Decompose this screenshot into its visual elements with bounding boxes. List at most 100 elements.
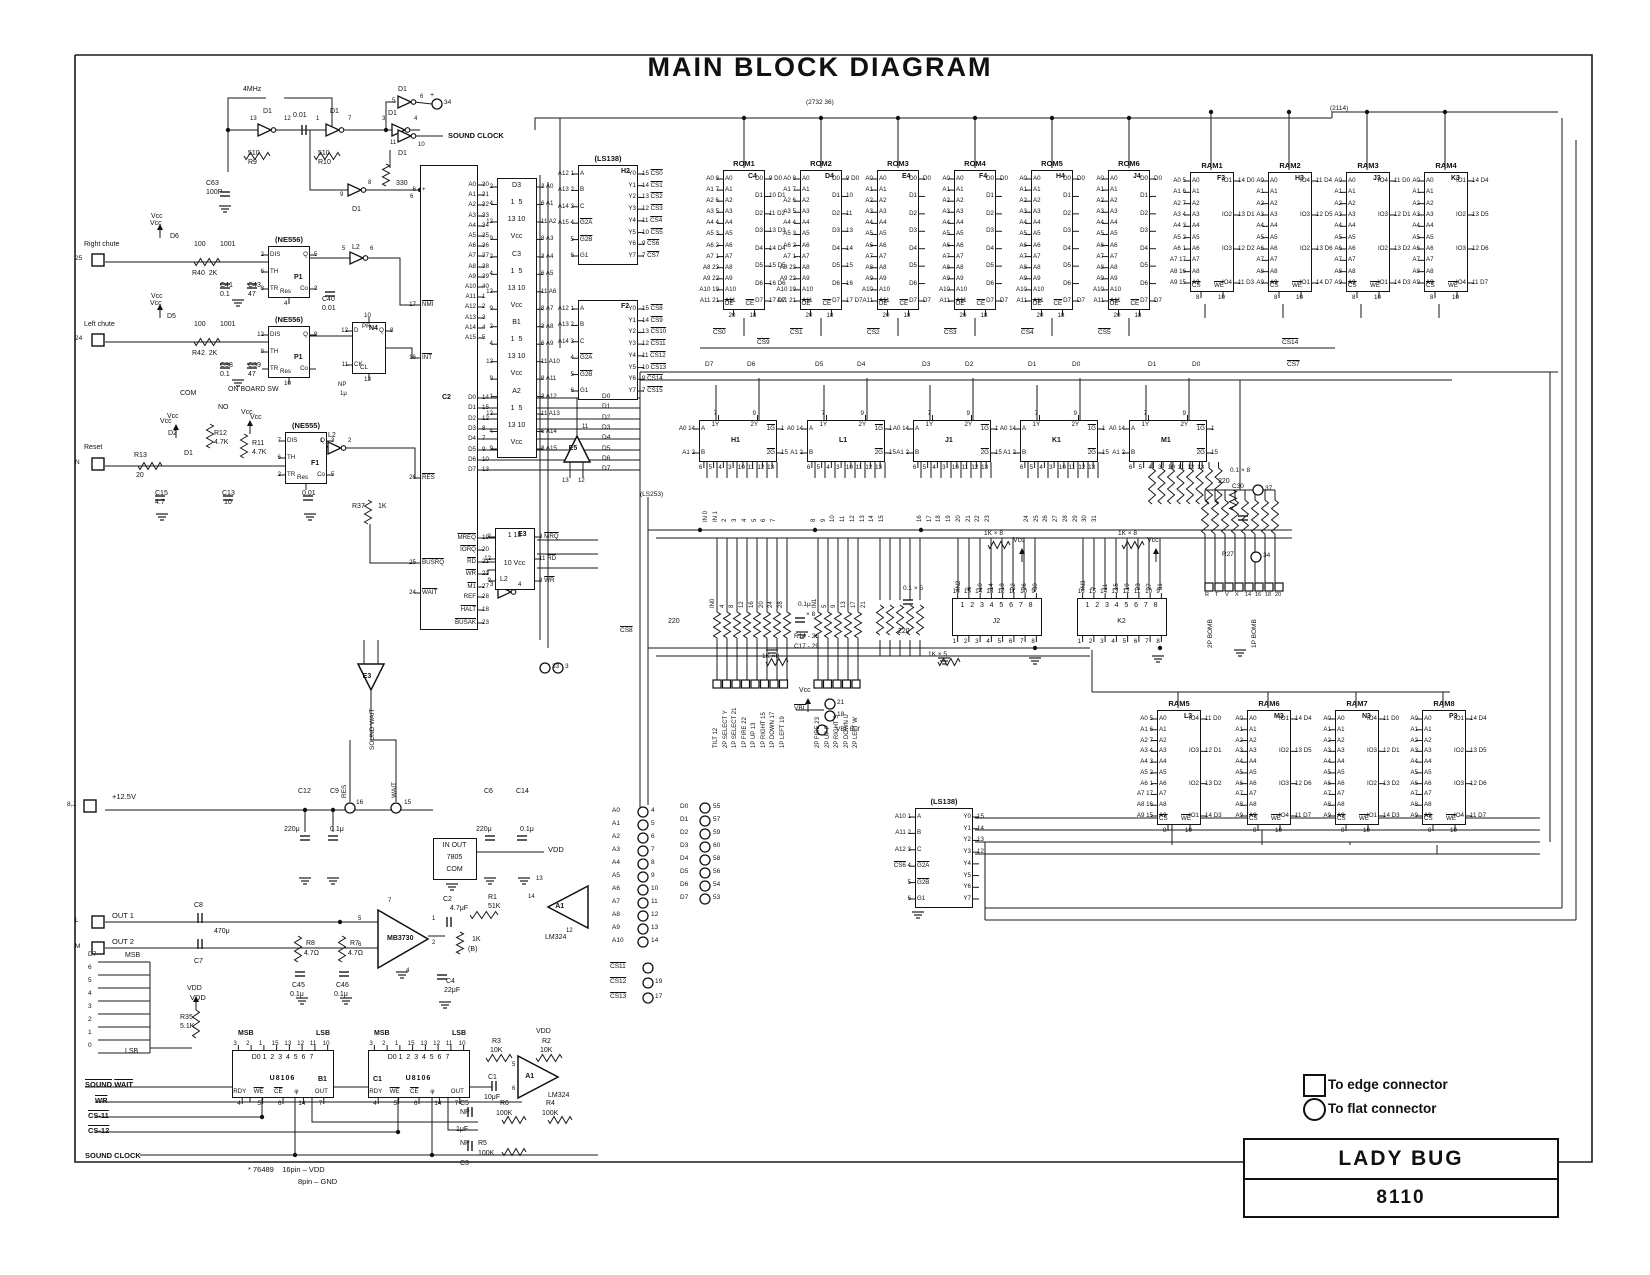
pin-name: A4 (1159, 758, 1167, 766)
pin-label: 15 (1211, 449, 1218, 456)
label: 10K (490, 1047, 503, 1054)
pin-label: 7 CS7 (642, 252, 660, 259)
pin-name: A8 (725, 263, 733, 271)
label: 10 (418, 142, 425, 148)
seq-label: CS13 (610, 993, 627, 1000)
resistor (742, 611, 752, 639)
pin-name: A5 (956, 230, 964, 238)
pin-name: OE (955, 300, 965, 307)
pin-name: A (917, 813, 922, 820)
chip-inner-label: B1 (512, 319, 521, 326)
chip-gate-e3 (495, 528, 535, 590)
chip-title-ram7: RAM7 (1346, 699, 1368, 708)
resistor (1204, 467, 1214, 505)
chip-ref: L3 (1184, 713, 1193, 720)
pin-label: A5 (1410, 768, 1418, 776)
label: R6 (500, 1100, 509, 1107)
pin-label: 14 D4 (1472, 177, 1489, 184)
label: C63 (206, 180, 219, 187)
label: 0.1 (220, 291, 230, 298)
pin-name: D6 (909, 279, 917, 287)
pin-name: Y2 (628, 193, 636, 201)
pin-label: 5 (482, 334, 486, 341)
pin-label: 8 A15 (541, 445, 557, 452)
edge-connector (750, 679, 760, 689)
pin-name: A6 (1348, 245, 1356, 252)
rotated-label: 2P UP P (824, 725, 831, 748)
pin-name: A11 (465, 293, 476, 300)
pin-label: 8 (260, 285, 264, 292)
pin-label: A9 (1334, 279, 1342, 286)
pin-name: A9 (1249, 812, 1257, 819)
amp-mb3730 (377, 908, 430, 970)
pin-label: 13 CS10 (642, 328, 667, 336)
label: 10μF (484, 1094, 501, 1101)
pin-name: IO1 (1456, 177, 1466, 184)
pin-label: A4 4 (783, 219, 796, 227)
label: ON BOARD SW (228, 386, 279, 393)
label: D7 (705, 361, 714, 368)
edge-connector (778, 679, 789, 689)
pin-label: 9 (1182, 410, 1186, 417)
chip-rom2 (800, 170, 842, 310)
pin-name: D5 (755, 262, 763, 270)
pin-name: A1 (1159, 725, 1167, 733)
pin-label: 11 (846, 209, 853, 217)
pin-label: 10 (364, 312, 371, 319)
flat-connector-number: 13 (651, 924, 659, 931)
pin-label: A11 (1016, 297, 1027, 304)
label: 1 (432, 916, 436, 922)
pin-name: A10 (1033, 285, 1045, 293)
rotated-label: IN3 (1081, 580, 1087, 590)
power-label: VDD (187, 985, 202, 992)
pin-name: A3 (1424, 747, 1432, 755)
flat-connector (699, 880, 711, 892)
label: R3 (492, 1038, 501, 1045)
power-label: Vcc (799, 687, 811, 694)
pin-label: 4 (489, 427, 493, 435)
rotated-label: 20 (955, 515, 962, 522)
pin-name: D4 (1063, 244, 1071, 252)
pin-label: A2 (1410, 736, 1418, 744)
junction-dot (697, 527, 703, 533)
pin-label: 10 (951, 464, 959, 471)
pin-name: A1 (1249, 725, 1257, 733)
label: 0.01 (302, 490, 316, 497)
pin-name: C (917, 845, 922, 853)
pin-name: A11 (1033, 297, 1044, 304)
pin-name: Y6 (963, 883, 971, 891)
pin-label: 12 D5 (1316, 211, 1333, 218)
pin-name: D4 (1140, 244, 1148, 252)
inverter-bubble (338, 127, 345, 133)
pin-label: 4 (489, 340, 493, 348)
pin-name: IO1 (1222, 177, 1232, 184)
pin-name: TH (287, 454, 296, 461)
label: 1 (316, 116, 320, 122)
flat-connector (1252, 484, 1264, 496)
pin-label: 12 (971, 464, 979, 471)
edge-connector-number: 8,J (67, 801, 76, 808)
pin-name: IO4 (1378, 177, 1388, 184)
power-label: Vcc (167, 413, 179, 420)
pin-label: 13 (981, 464, 989, 471)
pin-name: WE (1359, 815, 1369, 822)
pin-name: A2 (956, 197, 964, 205)
label: VDD (536, 1028, 551, 1035)
pin-name: A8 (1424, 801, 1432, 809)
junction-dot (302, 807, 308, 813)
pin-name: A9 (802, 274, 810, 282)
pin-name: CE (899, 300, 909, 307)
pin-name: A2 (468, 201, 476, 208)
pin-name: A7 (802, 252, 810, 260)
flat-connector (637, 871, 649, 883)
pin-name: A11 (956, 297, 967, 304)
pin-label: 11 (309, 1040, 317, 1047)
resistor (895, 604, 905, 636)
label: R1 (488, 894, 497, 901)
rotated-label: 29 (1072, 515, 1079, 522)
pin-label: 1 (952, 638, 957, 645)
pin-name: WE (1448, 282, 1458, 289)
edge-connector (91, 253, 105, 267)
label: 4 (518, 582, 522, 588)
pin-name: A4 (1033, 219, 1041, 227)
